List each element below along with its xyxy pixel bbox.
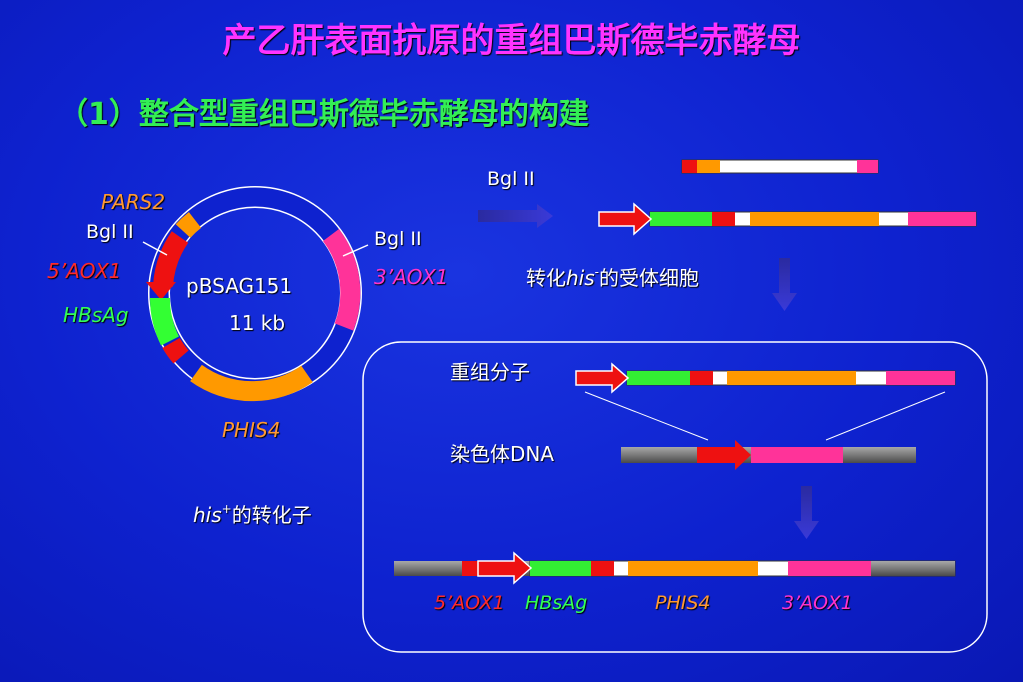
label-transform: 转化his-的受体细胞 <box>526 265 699 290</box>
transformant-suffix: 的转化子 <box>231 503 312 527</box>
aox1-5-arrowhead <box>146 282 176 300</box>
label-bgl2-left: Bgl II <box>86 221 134 243</box>
plasmid-size: 11 kb <box>229 311 286 335</box>
bottom-label-aox1-5: 5’AOX1 <box>434 592 505 614</box>
down-arrow-1 <box>772 258 797 311</box>
bottom-label-aox1-3: 3’AOX1 <box>782 592 853 614</box>
down-arrow-2 <box>794 486 819 539</box>
transformant-sup: + <box>221 502 232 516</box>
label-transformant: his+的转化子 <box>193 502 312 527</box>
label-phis4: PHIS4 <box>222 418 281 442</box>
slide-subtitle: （1）整合型重组巴斯德毕赤酵母的构建 <box>58 97 589 132</box>
digest-arrow <box>478 204 553 228</box>
chromosome-dna <box>621 440 916 470</box>
bottom-label-phis4: PHIS4 <box>655 592 711 614</box>
hbsag-segment <box>149 297 180 346</box>
aox1-5-segment <box>153 231 189 287</box>
label-recombinant: 重组分子 <box>450 360 530 384</box>
transform-prefix: 转化 <box>526 266 566 290</box>
bgl2-right-leader <box>342 244 369 257</box>
recombinant-molecule <box>575 362 956 394</box>
bottom-label-hbsag: HBsAg <box>525 592 588 614</box>
integrated-construct <box>394 551 956 585</box>
aox1-3-segment <box>322 228 361 331</box>
slide-title: 产乙肝表面抗原的重组巴斯德毕赤酵母 <box>222 21 801 61</box>
recombination-box <box>362 341 988 653</box>
label-pars2: PARS2 <box>101 190 166 214</box>
plasmid-map <box>142 186 369 402</box>
small-fragment <box>681 159 879 174</box>
linear-construct-top <box>598 202 977 236</box>
crossover-line-right <box>825 391 946 441</box>
transform-gene: his <box>566 266 595 290</box>
label-aox1-3: 3’AOX1 <box>374 265 449 289</box>
label-digest-enzyme: Bgl II <box>487 168 535 190</box>
transform-suffix: 的受体细胞 <box>599 266 699 290</box>
crossover-line-left <box>584 391 709 441</box>
label-aox1-5: 5’AOX1 <box>47 259 122 283</box>
transform-sup: - <box>594 265 599 279</box>
label-hbsag: HBsAg <box>63 303 129 327</box>
terminator-segment <box>162 337 189 364</box>
pars2-segment <box>175 212 202 238</box>
bgl2-left-leader <box>142 241 168 256</box>
label-chromosome: 染色体DNA <box>450 442 555 466</box>
phis4-segment <box>190 364 313 402</box>
transformant-gene: his <box>193 503 222 527</box>
label-bgl2-right: Bgl II <box>374 228 422 250</box>
plasmid-name: pBSAG151 <box>186 274 293 298</box>
